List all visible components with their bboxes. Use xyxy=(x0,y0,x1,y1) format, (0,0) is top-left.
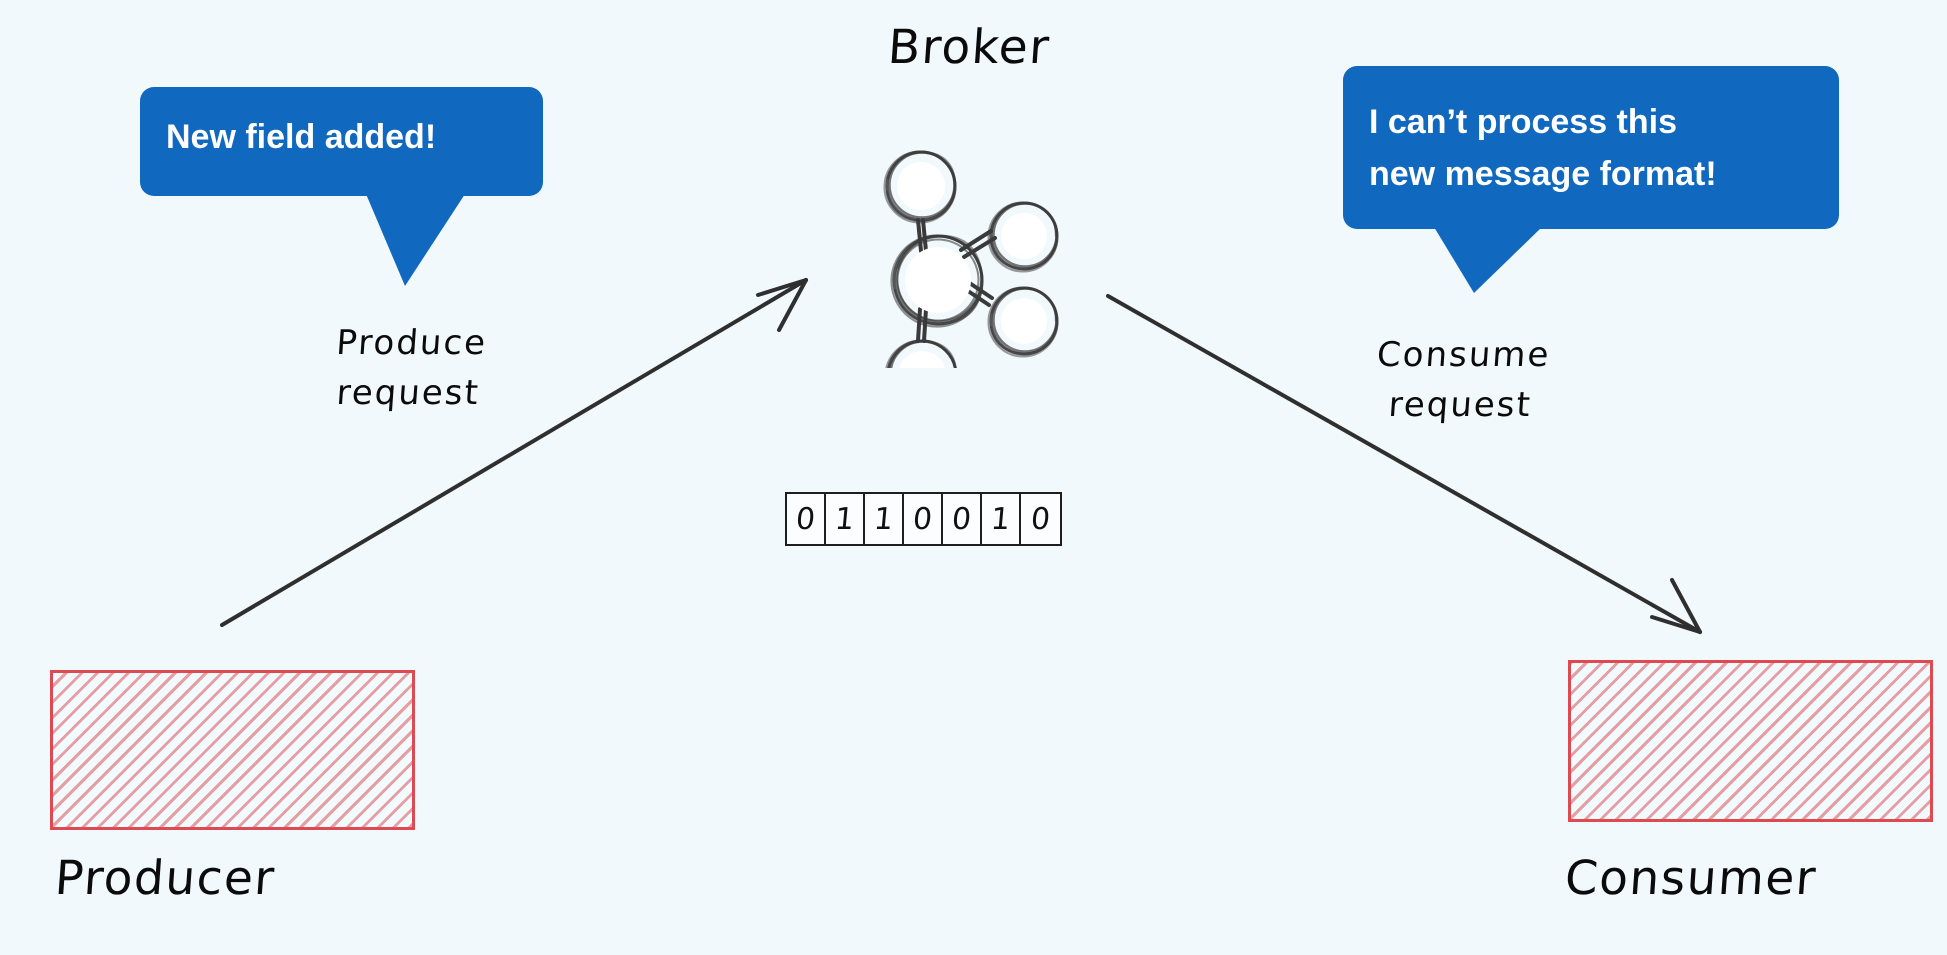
bit-cell: 0 xyxy=(904,494,943,544)
bit-value: 0 xyxy=(1029,501,1052,537)
bit-value: 0 xyxy=(911,501,934,537)
consume-request-label: Consume request xyxy=(1349,330,1576,430)
bit-cell: 1 xyxy=(865,494,904,544)
speech-bubble-new-field-line1: New field added! xyxy=(166,118,437,156)
produce-request-line2: request xyxy=(335,373,482,413)
bit-value: 1 xyxy=(833,501,856,537)
bit-value: 0 xyxy=(794,501,817,537)
binary-message-strip: 0 1 1 0 0 1 0 xyxy=(785,492,1062,546)
consume-request-line2: request xyxy=(1387,385,1534,425)
bit-cell: 1 xyxy=(982,494,1021,544)
produce-request-line1: Produce xyxy=(335,323,489,363)
bit-cell: 0 xyxy=(787,494,826,544)
consumer-box xyxy=(1568,660,1933,822)
consumer-label: Consumer xyxy=(1563,851,1819,906)
speech-bubble-cant-process-line2: new message format! xyxy=(1369,155,1717,193)
producer-label: Producer xyxy=(53,851,278,906)
bit-cell: 0 xyxy=(943,494,982,544)
bit-value: 0 xyxy=(950,501,973,537)
producer-box xyxy=(50,670,415,830)
bit-value: 1 xyxy=(989,501,1012,537)
speech-bubble-cant-process-tail xyxy=(1434,227,1542,293)
consume-request-line1: Consume xyxy=(1375,335,1552,375)
speech-bubble-new-field: New field added! xyxy=(140,87,543,196)
bit-cell: 0 xyxy=(1021,494,1060,544)
speech-bubble-cant-process-line1: I can’t process this xyxy=(1369,103,1677,141)
produce-request-label: Produce request xyxy=(297,318,524,418)
speech-bubble-cant-process: I can’t process this new message format! xyxy=(1343,66,1839,229)
bit-value: 1 xyxy=(872,501,895,537)
broker-label: Broker xyxy=(886,20,1053,75)
bit-cell: 1 xyxy=(826,494,865,544)
broker-network-icon xyxy=(883,150,1059,368)
speech-bubble-new-field-tail xyxy=(366,194,465,286)
